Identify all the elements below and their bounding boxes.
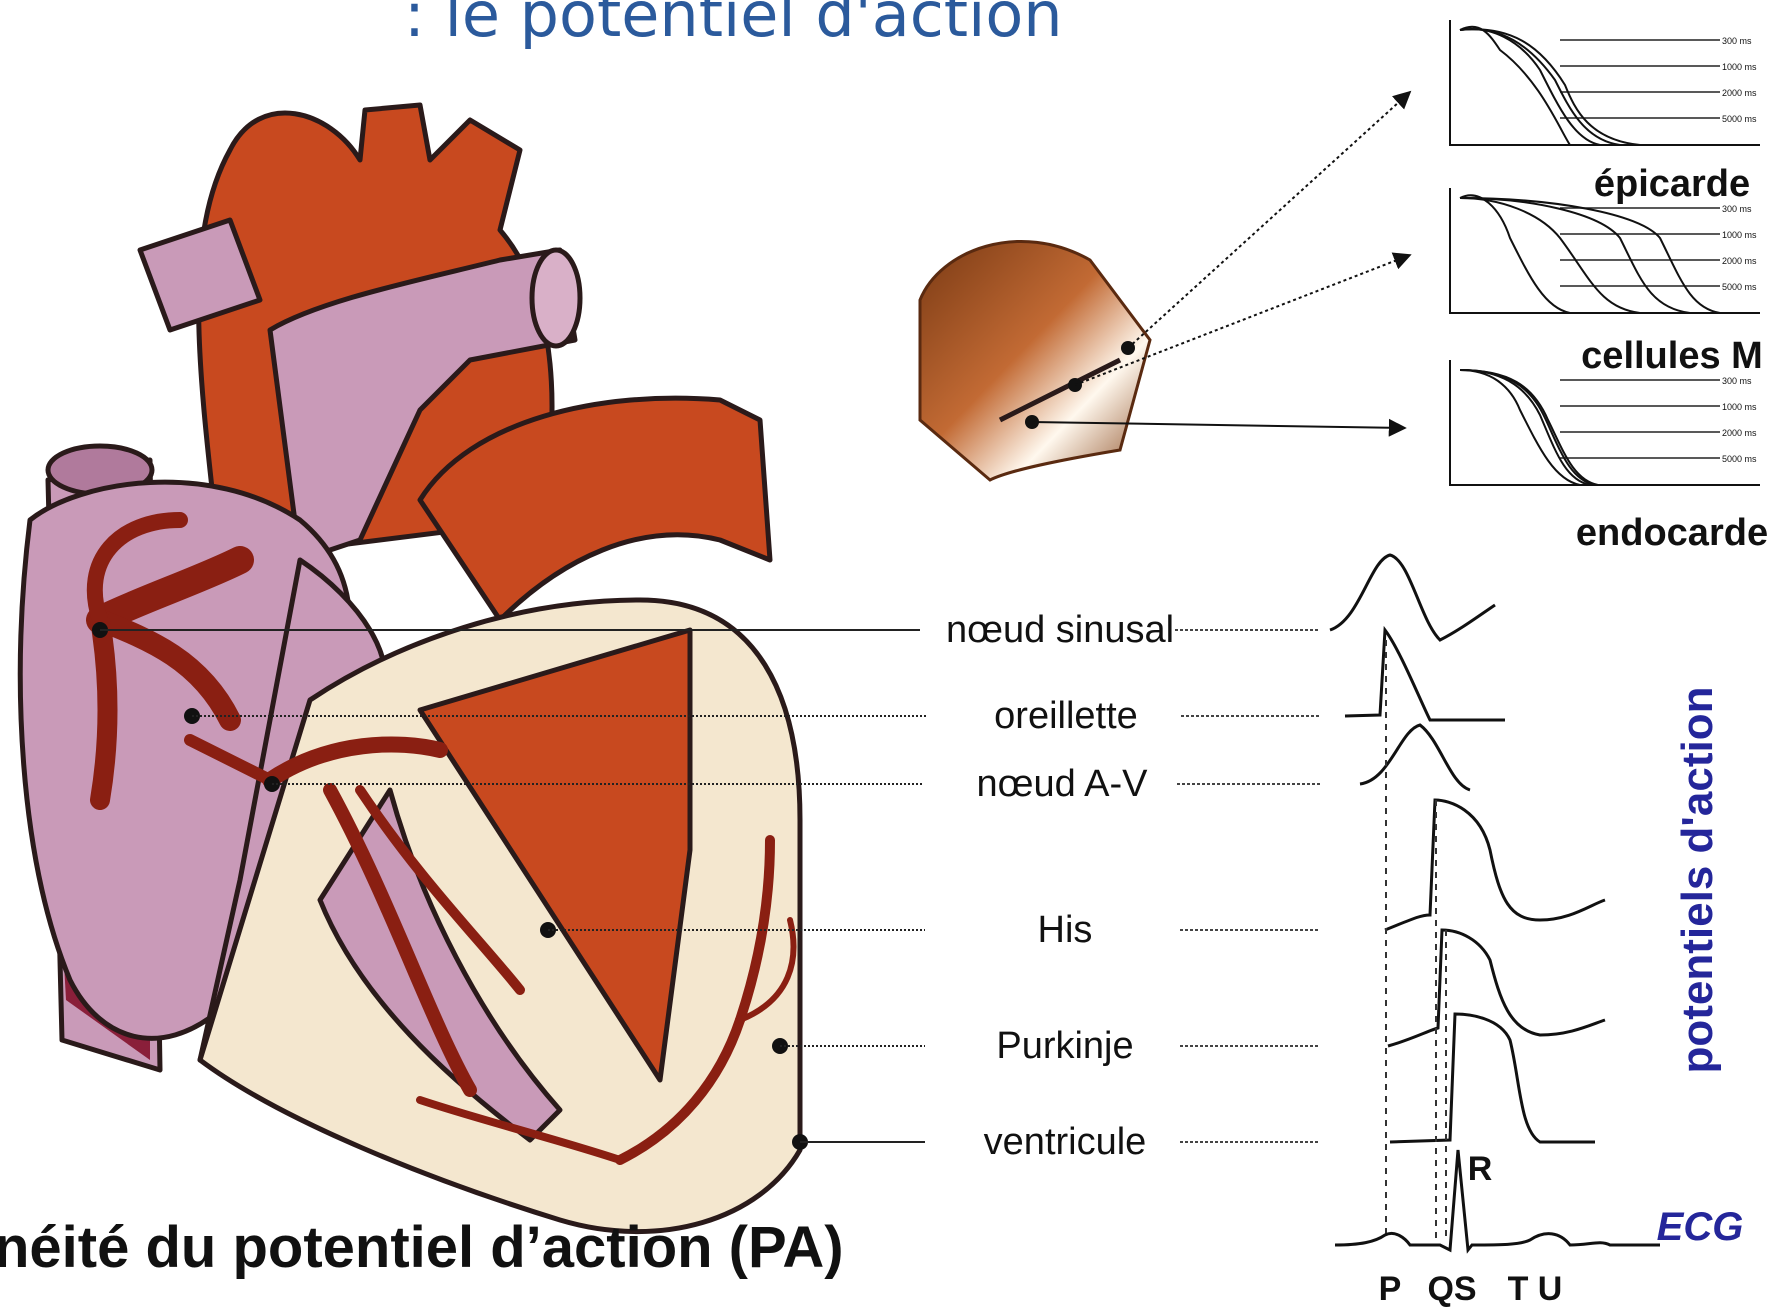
wall-layer-panel: 300 ms 1000 ms 2000 ms 5000 ms épicarde [1450, 20, 1760, 205]
ap-trace-his [1385, 800, 1605, 930]
structure-ventricle: ventricule [792, 1121, 1320, 1163]
ecg-wave-t-label: T [1508, 1270, 1529, 1308]
wall-panel-ap-curve [1460, 198, 1740, 313]
wall-panel-axes [1450, 360, 1760, 485]
wall-layer-label: endocarde [1576, 512, 1768, 554]
wall-panel-cycle-label: 5000 ms [1722, 114, 1757, 124]
wall-panel-ap-curve [1460, 370, 1740, 485]
structure-sinus-label: nœud sinusal [946, 609, 1174, 651]
wall-panel-ap-curve [1460, 198, 1740, 313]
ap-trace-atrium [1345, 630, 1505, 720]
ecg-wave-u-label: U [1538, 1270, 1563, 1308]
ecg-waveform [1335, 1150, 1660, 1250]
structure-purkinje: Purkinje [772, 1025, 1320, 1067]
wall-panel-cycle-label: 2000 ms [1722, 88, 1757, 98]
structure-his-label: His [1038, 909, 1093, 951]
heart-illustration [20, 105, 800, 1232]
wall-panel-ap-curve [1460, 370, 1740, 485]
ap-trace-av [1360, 725, 1470, 790]
wall-block [920, 241, 1150, 480]
structure-av-label: nœud A-V [976, 763, 1148, 805]
wall-panel-ap-curve [1460, 29, 1740, 145]
wall-panel-cycle-label: 5000 ms [1722, 454, 1757, 464]
action-potential-traces [1330, 555, 1605, 1240]
ecg-wave-qs-label: QS [1427, 1270, 1476, 1308]
ecg-label: ECG [1657, 1205, 1744, 1249]
wall-panel-cycle-label: 1000 ms [1722, 62, 1757, 72]
wall-panel-cycle-label: 2000 ms [1722, 428, 1757, 438]
ecg-wave-r-label: R [1468, 1150, 1493, 1188]
wall-panel-ap-curve [1460, 370, 1660, 485]
slide-caption: néité du potentiel d’action (PA) [0, 1214, 844, 1281]
ap-trace-purkinje [1388, 930, 1605, 1046]
wall-panel-cycle-label: 300 ms [1722, 204, 1752, 214]
wall-layer-panel: 300 ms 1000 ms 2000 ms 5000 ms endocarde [1450, 360, 1768, 554]
wall-layer-label: cellules M [1581, 335, 1763, 377]
structure-purkinje-label: Purkinje [996, 1025, 1133, 1067]
wall-panel-axes [1450, 188, 1760, 313]
wall-panel-ap-curve [1460, 370, 1740, 485]
wall-panel-ap-curve [1460, 29, 1740, 145]
vertical-label-potentiels: potentiels d'action [1673, 687, 1722, 1074]
wall-panel-axes [1450, 20, 1760, 145]
wall-panel-cycle-label: 300 ms [1722, 36, 1752, 46]
wall-panel-cycle-label: 300 ms [1722, 376, 1752, 386]
structure-atrium-label: oreillette [994, 695, 1138, 737]
wall-panel-cycle-label: 2000 ms [1722, 256, 1757, 266]
structure-ventricle-label: ventricule [984, 1121, 1147, 1163]
wall-panel-ap-curve [1460, 198, 1740, 313]
wall-panel-cycle-label: 1000 ms [1722, 230, 1757, 240]
wall-panel-ap-curve [1460, 27, 1610, 145]
wall-panel-cycle-label: 1000 ms [1722, 402, 1757, 412]
ap-trace-sinus [1330, 555, 1495, 640]
wall-panel-ap-curve [1460, 29, 1740, 145]
pulmonary-opening [532, 250, 580, 346]
wall-panel-cycle-label: 5000 ms [1722, 282, 1757, 292]
wall-layer-panel: 300 ms 1000 ms 2000 ms 5000 ms cellules M [1450, 188, 1763, 377]
ecg-wave-p-label: P [1379, 1270, 1402, 1308]
wall-layer-label: épicarde [1594, 163, 1750, 205]
wall-panel-ap-curve [1460, 195, 1660, 313]
